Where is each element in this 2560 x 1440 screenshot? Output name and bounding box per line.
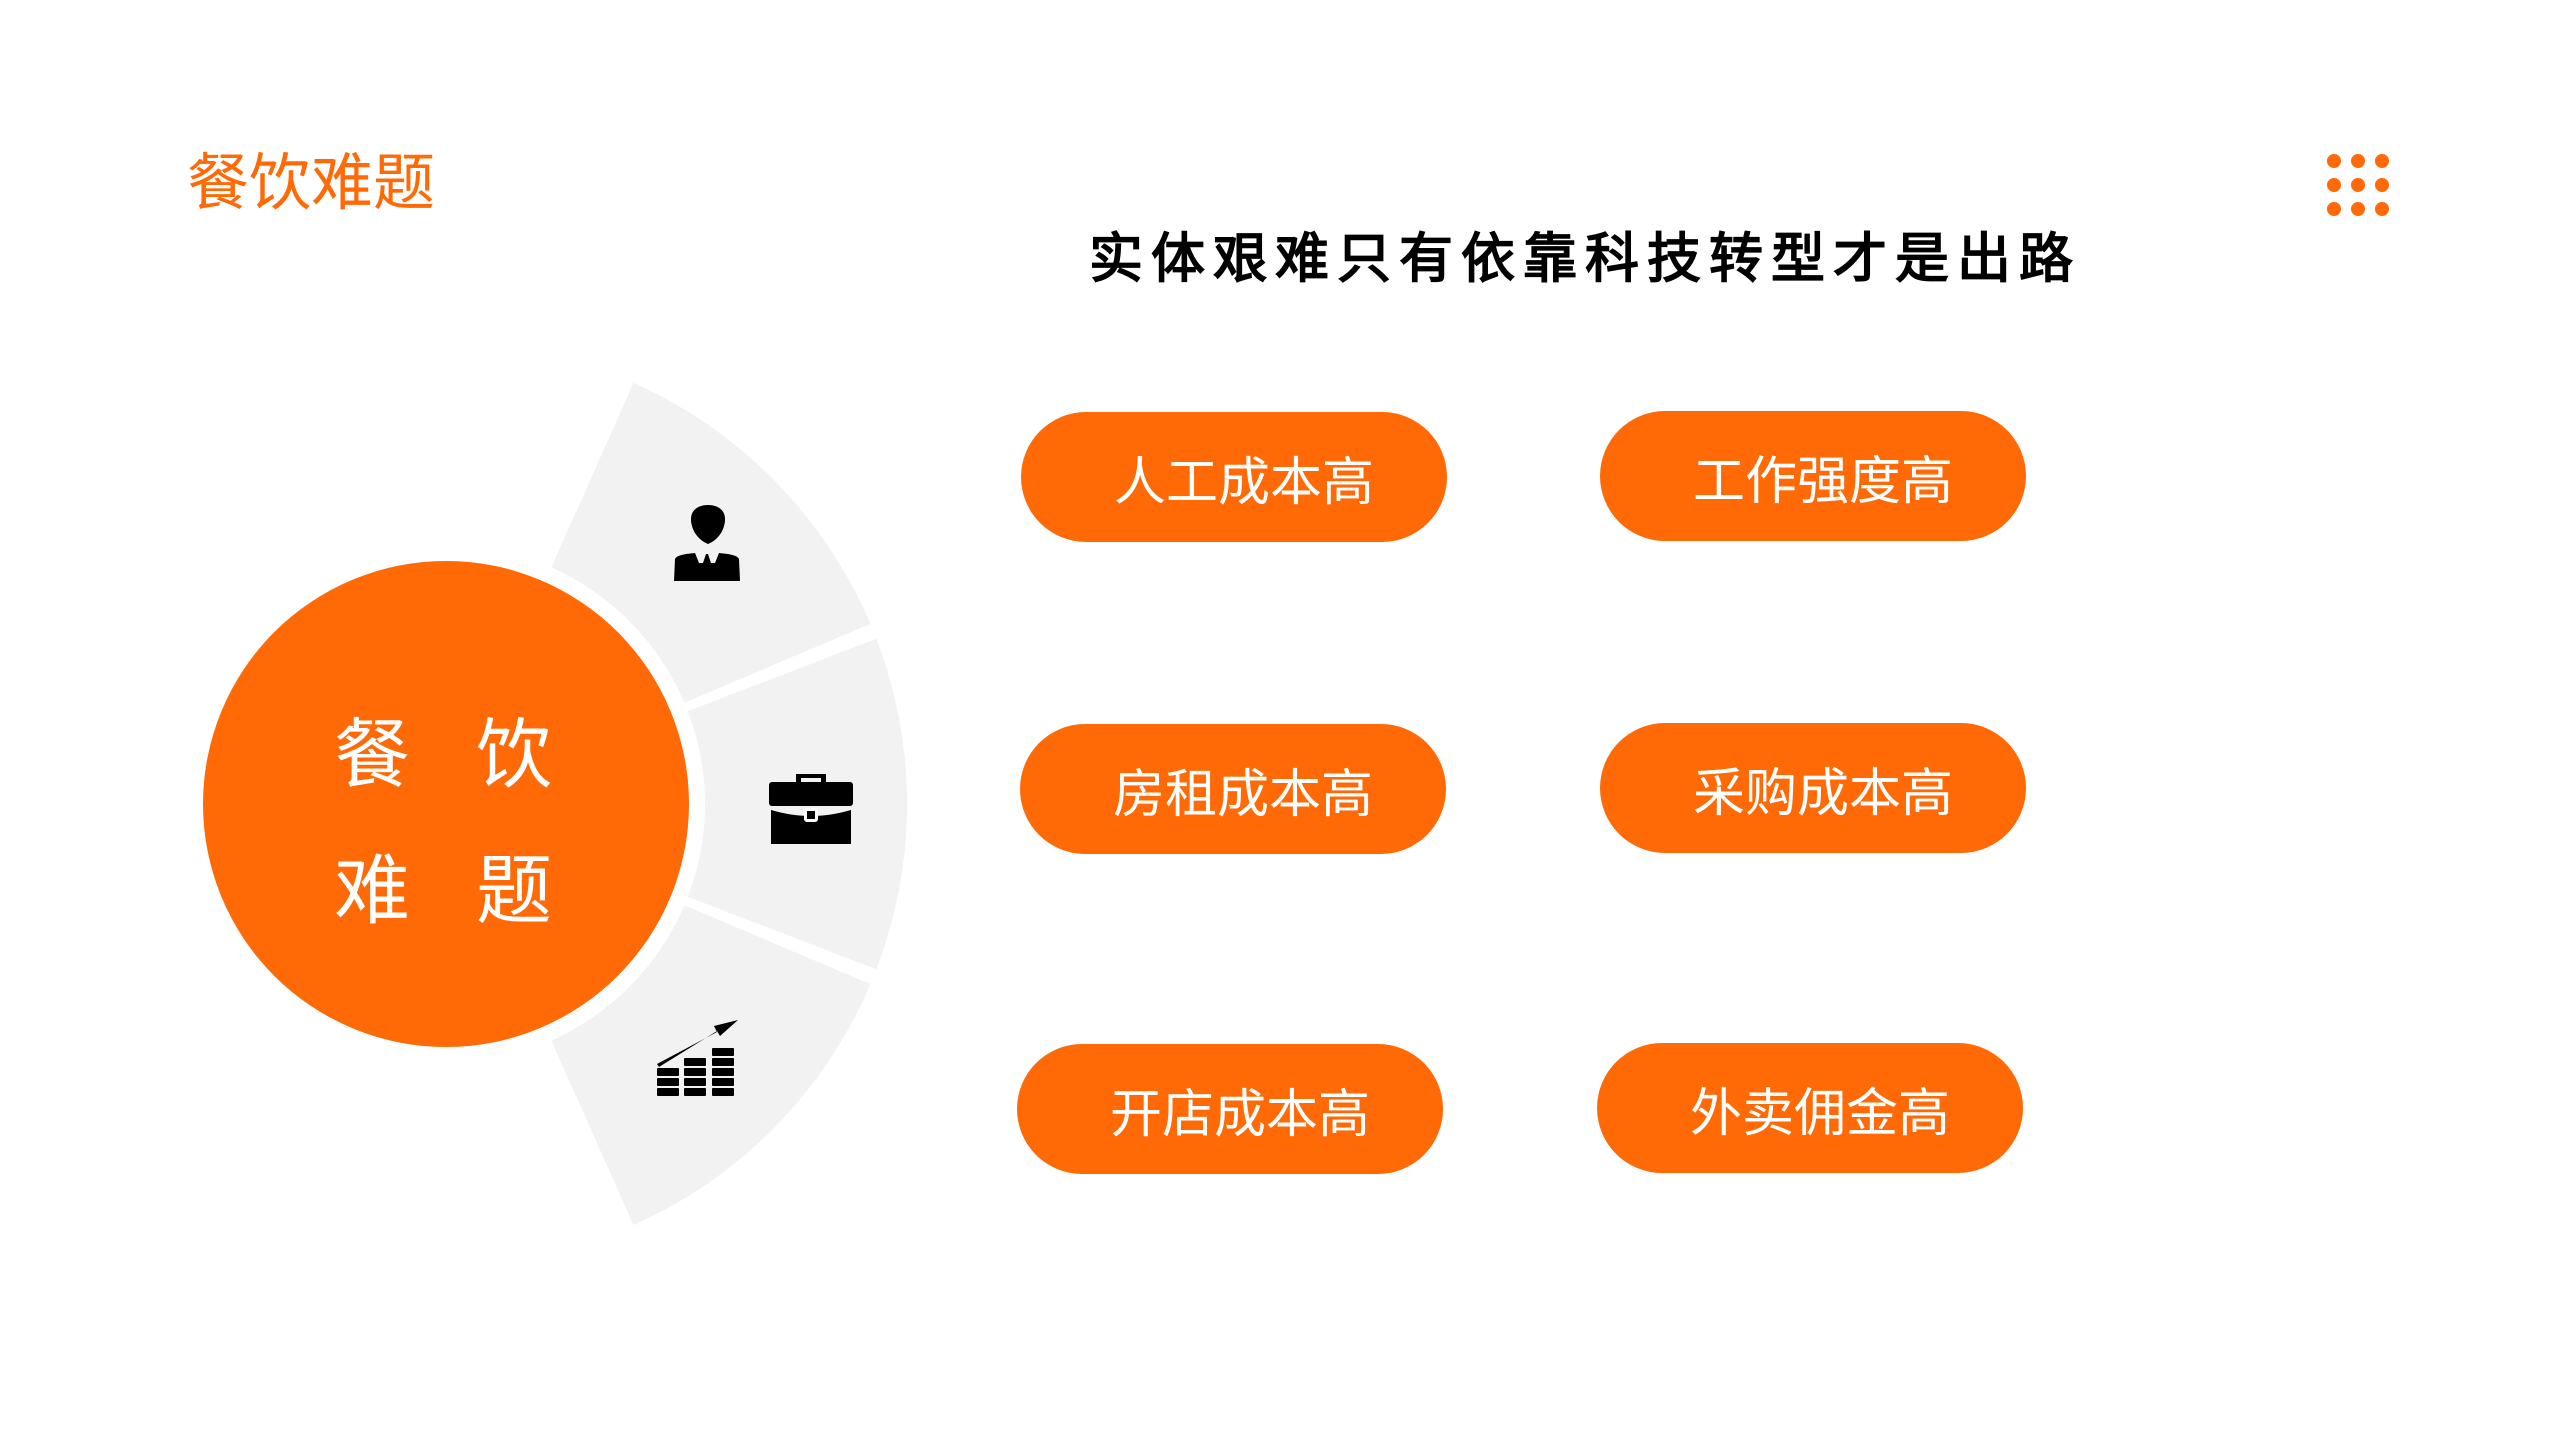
page-title: 餐饮难题 bbox=[187, 146, 436, 219]
growth-chart-icon bbox=[657, 1020, 738, 1096]
center-circle bbox=[203, 561, 689, 1047]
pill-labor-cost[interactable]: 人工成本高 bbox=[1021, 412, 1447, 542]
pill-rent-cost[interactable]: 房租成本高 bbox=[1020, 724, 1446, 854]
pill-delivery-commission[interactable]: 外卖佣金高 bbox=[1597, 1043, 2023, 1173]
pill-work-intensity[interactable]: 工作强度高 bbox=[1600, 411, 2026, 541]
grid-dots-icon[interactable] bbox=[2327, 154, 2389, 216]
subtitle: 实体艰难只有依靠科技转型才是出路 bbox=[1089, 227, 2081, 290]
pill-opening-cost[interactable]: 开店成本高 bbox=[1017, 1044, 1443, 1174]
circle-char: 饮 bbox=[476, 710, 552, 799]
segment-growth bbox=[551, 905, 871, 1226]
pill-purchase-cost[interactable]: 采购成本高 bbox=[1600, 723, 2026, 853]
person-icon bbox=[674, 505, 740, 581]
segment-labor bbox=[551, 382, 871, 703]
circle-char: 餐 bbox=[334, 710, 410, 799]
circle-char: 题 bbox=[476, 846, 552, 935]
briefcase-icon bbox=[769, 774, 853, 844]
circle-char: 难 bbox=[334, 846, 410, 935]
